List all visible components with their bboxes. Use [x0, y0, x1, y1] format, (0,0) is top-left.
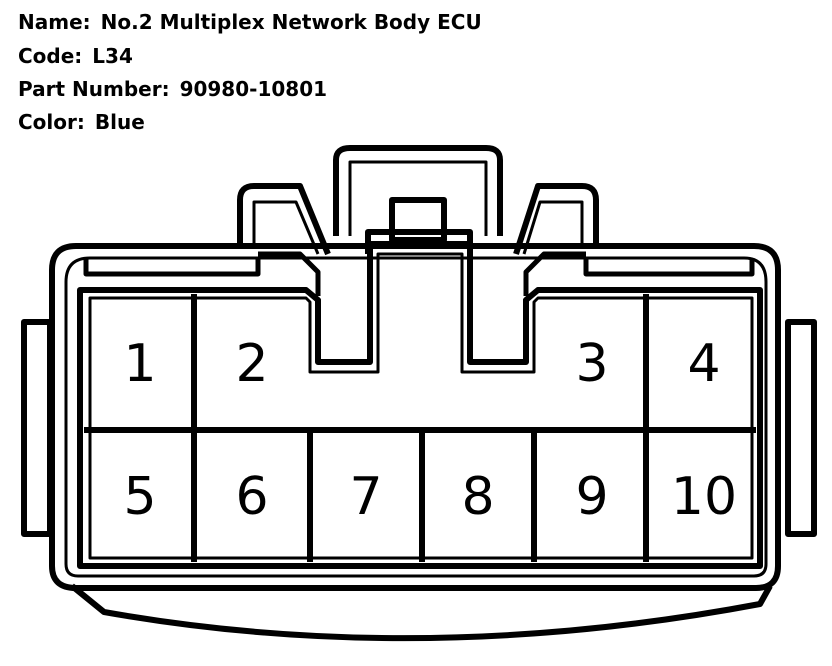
- name-value: No.2 Multiplex Network Body ECU: [100, 10, 482, 34]
- latch-tab: [389, 197, 447, 243]
- part-number: Part Number: 90980-10801: [18, 79, 327, 99]
- part-number-value: 90980-10801: [179, 77, 328, 101]
- pin-8: 8: [461, 467, 494, 527]
- left-shelf: [83, 258, 261, 277]
- color-value: Blue: [94, 110, 145, 134]
- connector-code: Code: L34: [18, 46, 133, 66]
- left-side-tab: [21, 319, 53, 537]
- pin-3: 3: [575, 334, 608, 394]
- right-ear: [513, 183, 599, 255]
- bottom-skirt: [70, 583, 773, 642]
- right-shelf: [583, 258, 755, 277]
- cavity-frame-inner: [88, 252, 754, 560]
- right-ear-inner: [522, 200, 584, 255]
- pin-2: 2: [235, 334, 268, 394]
- name-label: Name:: [18, 10, 91, 34]
- top-latch: [333, 145, 503, 236]
- code-value: L34: [92, 44, 133, 68]
- pin-9: 9: [575, 467, 608, 527]
- cavity-frame: [77, 241, 763, 569]
- housing-inner-outline: [64, 256, 768, 578]
- right-shoulder: [523, 251, 586, 296]
- housing-outline: [49, 243, 781, 591]
- pin-5: 5: [123, 467, 156, 527]
- color-label: Color:: [18, 110, 85, 134]
- part-number-label: Part Number:: [18, 77, 170, 101]
- pin-1: 1: [123, 334, 156, 394]
- pin-10: 10: [671, 467, 737, 527]
- connector-name: Name: No.2 Multiplex Network Body ECU: [18, 12, 482, 32]
- pin-6: 6: [235, 467, 268, 527]
- connector-color: Color: Blue: [18, 112, 145, 132]
- top-latch-inner: [348, 160, 488, 236]
- left-ear-inner: [252, 200, 320, 255]
- right-side-tab: [785, 319, 817, 537]
- left-ear: [237, 183, 331, 256]
- code-label: Code:: [18, 44, 83, 68]
- pin-7: 7: [349, 467, 382, 527]
- left-shoulder: [258, 251, 321, 296]
- pin-4: 4: [687, 334, 720, 394]
